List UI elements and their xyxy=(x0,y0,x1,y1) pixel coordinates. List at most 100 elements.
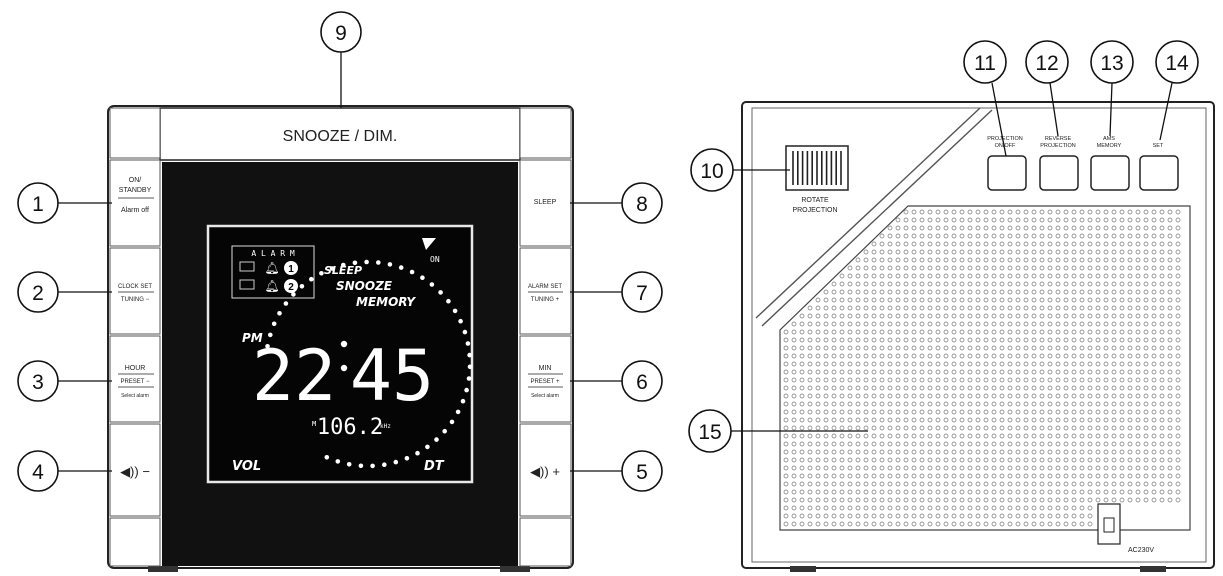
volume-up-button[interactable] xyxy=(519,423,572,517)
volume-down-button[interactable] xyxy=(109,423,161,517)
on-standby-button[interactable] xyxy=(109,159,161,247)
wheel-ribs xyxy=(792,151,842,185)
grille-hole xyxy=(1007,249,1013,255)
grille-hole xyxy=(1119,233,1125,239)
grille-hole xyxy=(1151,401,1157,407)
grille-hole xyxy=(847,473,853,479)
grille-hole xyxy=(951,377,957,383)
grille-hole xyxy=(895,497,901,503)
hour-preset-button[interactable] xyxy=(109,335,161,423)
grille-hole xyxy=(1079,297,1085,303)
grille-hole xyxy=(855,257,861,263)
grille-hole xyxy=(887,513,893,519)
grille-hole xyxy=(831,393,837,399)
grille-hole xyxy=(999,369,1005,375)
lcd-freq-unit: kHz xyxy=(380,423,391,430)
grille-hole xyxy=(1023,489,1029,495)
grille-hole xyxy=(1055,209,1061,215)
grille-hole xyxy=(1007,385,1013,391)
min-preset-button[interactable] xyxy=(519,335,572,423)
grille-hole xyxy=(1175,337,1181,343)
grille-hole xyxy=(855,321,861,327)
grille-hole xyxy=(887,473,893,479)
grille-hole xyxy=(975,345,981,351)
clock-set-button[interactable] xyxy=(109,247,161,335)
grille-hole xyxy=(951,249,957,255)
grille-hole xyxy=(935,289,941,295)
grille-hole xyxy=(1007,393,1013,399)
grille-hole xyxy=(1015,297,1021,303)
grille-hole xyxy=(927,265,933,271)
grille-hole xyxy=(919,409,925,415)
grille-hole xyxy=(831,441,837,447)
ams-memory-label-1: AMS xyxy=(1103,136,1115,142)
grille-hole xyxy=(1015,217,1021,223)
grille-hole xyxy=(903,321,909,327)
grille-hole xyxy=(1159,417,1165,423)
grille-hole xyxy=(1031,457,1037,463)
reverse-projection-button[interactable] xyxy=(1039,155,1079,191)
grille-hole xyxy=(1031,345,1037,351)
grille-hole xyxy=(879,313,885,319)
grille-hole xyxy=(1111,401,1117,407)
grille-hole xyxy=(1015,513,1021,519)
grille-hole xyxy=(791,377,797,383)
grille-hole xyxy=(791,369,797,375)
grille-hole xyxy=(935,345,941,351)
sleep-button[interactable] xyxy=(519,159,572,247)
grille-hole xyxy=(999,449,1005,455)
grille-hole xyxy=(1127,217,1133,223)
grille-hole xyxy=(1031,297,1037,303)
grille-hole xyxy=(791,473,797,479)
grille-hole xyxy=(871,369,877,375)
grille-hole xyxy=(1071,233,1077,239)
grille-hole xyxy=(1159,337,1165,343)
grille-hole xyxy=(1175,297,1181,303)
grille-hole xyxy=(911,369,917,375)
grille-hole xyxy=(911,337,917,343)
grille-hole xyxy=(1047,409,1053,415)
grille-hole xyxy=(1127,433,1133,439)
grille-hole xyxy=(1111,233,1117,239)
projection-on-off-button[interactable] xyxy=(987,155,1027,191)
back-view: ROTATE PROJECTION PROJECTION ON/OFF REVE… xyxy=(741,101,1215,572)
grille-hole xyxy=(1127,257,1133,263)
grille-hole xyxy=(927,313,933,319)
grille-hole xyxy=(847,273,853,279)
grille-hole xyxy=(1087,345,1093,351)
grille-hole xyxy=(903,409,909,415)
grille-hole xyxy=(967,329,973,335)
grille-hole xyxy=(863,393,869,399)
grille-hole xyxy=(911,425,917,431)
snooze-dim-button[interactable] xyxy=(159,107,521,161)
right-button-column: SLEEP ALARM SET TUNING + MIN PRESET + Se… xyxy=(519,107,572,567)
grille-hole xyxy=(951,449,957,455)
grille-hole xyxy=(1119,417,1125,423)
grille-hole xyxy=(943,441,949,447)
grille-hole xyxy=(871,449,877,455)
callout-4: 4 xyxy=(32,461,44,484)
grille-hole xyxy=(999,505,1005,511)
grille-hole xyxy=(1151,457,1157,463)
lcd-snooze-text: SNOOZE xyxy=(336,279,393,293)
alarm-set-button[interactable] xyxy=(519,247,572,335)
set-button[interactable] xyxy=(1139,155,1179,191)
grille-hole xyxy=(839,505,845,511)
grille-hole xyxy=(1103,337,1109,343)
grille-hole xyxy=(1063,281,1069,287)
grille-hole xyxy=(1143,489,1149,495)
grille-hole xyxy=(823,305,829,311)
grille-hole xyxy=(1159,241,1165,247)
grille-hole xyxy=(927,361,933,367)
ams-memory-button[interactable] xyxy=(1090,155,1130,191)
grille-hole xyxy=(1007,337,1013,343)
grille-hole xyxy=(1151,353,1157,359)
grille-hole xyxy=(1159,281,1165,287)
grille-hole xyxy=(863,249,869,255)
grille-hole xyxy=(1055,281,1061,287)
grille-hole xyxy=(1031,385,1037,391)
grille-hole xyxy=(1175,265,1181,271)
grille-hole xyxy=(1031,417,1037,423)
grille-hole xyxy=(1047,393,1053,399)
grille-hole xyxy=(935,329,941,335)
